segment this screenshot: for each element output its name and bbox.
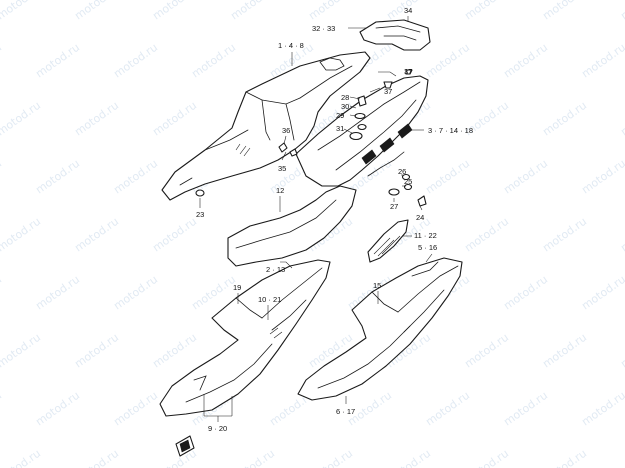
tail-inner-panel bbox=[227, 185, 357, 267]
callout-30: 30 bbox=[341, 102, 349, 111]
watermark-text: motod.ru bbox=[33, 157, 82, 197]
watermark-text: motod.ru bbox=[540, 99, 589, 139]
callout-28: 28 bbox=[341, 93, 349, 102]
callout-32-33: 32 · 33 bbox=[312, 24, 335, 33]
callout-37-mid: 37 bbox=[384, 87, 392, 96]
front-arrow-icon bbox=[175, 435, 195, 457]
watermark-text: motod.ru bbox=[72, 447, 121, 468]
watermark-text: motod.ru bbox=[540, 0, 589, 22]
watermark-text: motod.ru bbox=[111, 273, 160, 313]
watermark-text: motod.ru bbox=[540, 331, 589, 371]
watermark-text: motod.ru bbox=[33, 389, 82, 429]
watermark-text: motod.ru bbox=[579, 389, 625, 429]
watermark-text: motod.ru bbox=[0, 273, 4, 313]
watermark-text: motod.ru bbox=[111, 389, 160, 429]
watermark-text: motod.ru bbox=[423, 389, 472, 429]
callout-24: 24 bbox=[416, 213, 424, 222]
callout-37-top: 37 bbox=[404, 67, 412, 76]
watermark-text: motod.ru bbox=[228, 0, 277, 22]
watermark-text: motod.ru bbox=[618, 0, 625, 22]
watermark-text: motod.ru bbox=[462, 447, 511, 468]
watermark-text: motod.ru bbox=[579, 41, 625, 81]
watermark-text: motod.ru bbox=[150, 215, 199, 255]
watermark-text: motod.ru bbox=[111, 157, 160, 197]
watermark-text: motod.ru bbox=[150, 99, 199, 139]
callout-10-21: 10 · 21 bbox=[258, 295, 281, 304]
watermark-text: motod.ru bbox=[33, 41, 82, 81]
callout-19: 19 bbox=[233, 283, 241, 292]
seat-cover bbox=[359, 19, 431, 51]
watermark-text: motod.ru bbox=[306, 0, 355, 22]
tail-cowl-frame bbox=[161, 51, 371, 201]
watermark-text: motod.ru bbox=[72, 215, 121, 255]
callout-23: 23 bbox=[196, 210, 204, 219]
watermark-text: motod.ru bbox=[72, 0, 121, 22]
callout-34: 34 bbox=[404, 6, 412, 15]
callout-6-17: 6 · 17 bbox=[336, 407, 355, 416]
tail-light-lens bbox=[367, 219, 409, 263]
watermark-text: motod.ru bbox=[0, 447, 43, 468]
watermark-text: motod.ru bbox=[150, 331, 199, 371]
watermark-text: motod.ru bbox=[0, 41, 4, 81]
watermark-text: motod.ru bbox=[72, 99, 121, 139]
callout-1-4-8: 1 · 4 · 8 bbox=[278, 41, 304, 50]
watermark-text: motod.ru bbox=[189, 41, 238, 81]
watermark-text: motod.ru bbox=[540, 215, 589, 255]
watermark-text: motod.ru bbox=[462, 331, 511, 371]
watermark-text: motod.ru bbox=[462, 0, 511, 22]
callout-31: 31 bbox=[336, 124, 344, 133]
callout-29: 29 bbox=[336, 111, 344, 120]
callout-5-16: 5 · 16 bbox=[418, 243, 437, 252]
watermark-text: motod.ru bbox=[0, 215, 43, 255]
watermark-text: motod.ru bbox=[462, 215, 511, 255]
callout-15: 15 bbox=[373, 281, 381, 290]
watermark-text: motod.ru bbox=[0, 389, 4, 429]
watermark-text: motod.ru bbox=[0, 157, 4, 197]
callout-labels: 34 32 · 33 1 · 4 · 8 37 37 28 30 29 31 3… bbox=[196, 6, 473, 433]
watermark-text: motod.ru bbox=[618, 215, 625, 255]
leader-lines bbox=[199, 16, 433, 422]
right-side-cover bbox=[297, 257, 463, 401]
callout-26: 26 bbox=[398, 167, 406, 176]
callout-27: 27 bbox=[390, 202, 398, 211]
watermark-text: motod.ru bbox=[579, 273, 625, 313]
callout-2-13: 2 · 13 bbox=[266, 265, 285, 274]
watermark-text: motod.ru bbox=[72, 331, 121, 371]
watermark-text: motod.ru bbox=[111, 41, 160, 81]
callout-35: 35 bbox=[278, 164, 286, 173]
watermark-text: motod.ru bbox=[0, 99, 43, 139]
callout-9-20: 9 · 20 bbox=[208, 424, 227, 433]
watermark-text: motod.ru bbox=[0, 331, 43, 371]
watermark-text: motod.ru bbox=[618, 331, 625, 371]
watermark-text: motod.ru bbox=[501, 389, 550, 429]
callout-25: 25 bbox=[404, 177, 412, 186]
watermark-text: motod.ru bbox=[618, 447, 625, 468]
left-side-cover bbox=[159, 259, 331, 417]
hardware bbox=[195, 69, 427, 207]
watermark-text: motod.ru bbox=[501, 157, 550, 197]
watermark-text: motod.ru bbox=[0, 0, 43, 22]
watermark-text: motod.ru bbox=[540, 447, 589, 468]
watermark-text: motod.ru bbox=[501, 273, 550, 313]
watermark-text: motod.ru bbox=[384, 447, 433, 468]
watermark-text: motod.ru bbox=[33, 273, 82, 313]
watermark-text: motod.ru bbox=[228, 447, 277, 468]
callout-12: 12 bbox=[276, 186, 284, 195]
rear-center-cowl bbox=[295, 75, 429, 187]
callout-36: 36 bbox=[282, 126, 290, 135]
callout-11-22: 11 · 22 bbox=[414, 231, 437, 240]
watermark-text: motod.ru bbox=[579, 157, 625, 197]
watermark-text: motod.ru bbox=[306, 447, 355, 468]
watermark-text: motod.ru bbox=[501, 41, 550, 81]
watermark-text: motod.ru bbox=[618, 99, 625, 139]
watermark-text: motod.ru bbox=[150, 0, 199, 22]
watermark-text: motod.ru bbox=[150, 447, 199, 468]
callout-3-7-14-18: 3 · 7 · 14 · 18 bbox=[428, 126, 473, 135]
watermark-text: motod.ru bbox=[423, 41, 472, 81]
watermark-text: motod.ru bbox=[423, 157, 472, 197]
